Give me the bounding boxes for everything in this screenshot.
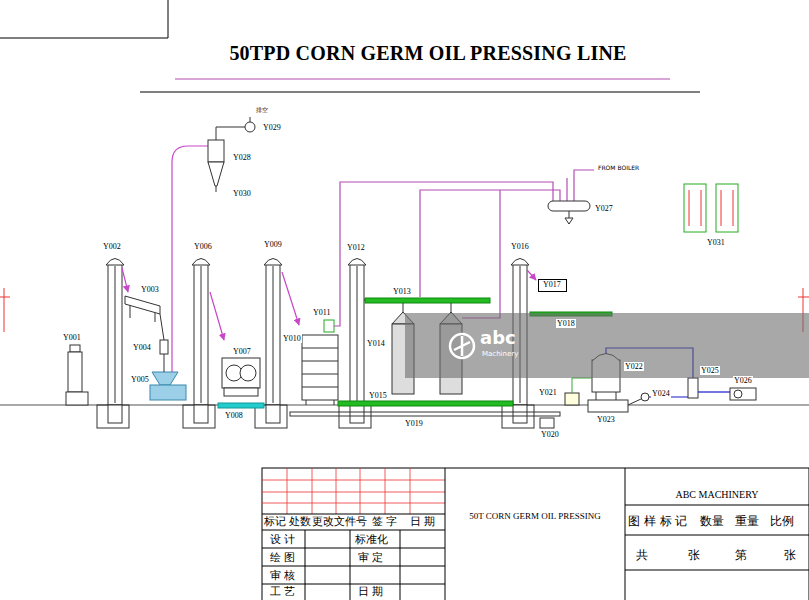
steam-pipes <box>334 170 594 326</box>
equipment-box: Y017 <box>538 279 567 292</box>
flaking-mill <box>222 358 260 396</box>
title-block-cell: 比例 <box>770 515 794 528</box>
callout-number: Y020 <box>540 430 560 439</box>
magnet-box <box>160 340 168 354</box>
title-block-cell: 张 <box>784 549 796 562</box>
title-block-cell: 更改文件号 <box>312 516 367 528</box>
bucket-elevator <box>97 259 534 429</box>
pipe-note: FROM BOILER <box>598 164 639 171</box>
callout-number: Y010 <box>282 334 302 343</box>
feed-arrow <box>122 268 128 292</box>
callout-number: Y022 <box>624 362 644 371</box>
callout-number: Y019 <box>404 419 424 428</box>
fan-motor <box>66 345 88 405</box>
title-block-cell: 签 字 <box>372 516 398 528</box>
diagram-title: 50TPD CORN GERM OIL PRESSING LINE <box>229 42 626 65</box>
cyclone <box>208 117 255 192</box>
oil-pipe <box>572 378 592 393</box>
title-block-cell: 工 艺 <box>270 586 296 598</box>
title-block-cell: 处数 <box>289 516 311 528</box>
callout-number: Y005 <box>130 375 150 384</box>
title-block-cell: 50T CORN GERM OIL PRESSING <box>469 511 601 521</box>
title-block-cell: 日 期 <box>410 516 436 528</box>
callout-number: Y004 <box>132 343 152 352</box>
callout-number: Y002 <box>102 242 122 251</box>
cleaning-screen <box>125 296 160 322</box>
title-block-cell: 设 计 <box>270 534 296 546</box>
watermark: Machinery <box>482 350 518 358</box>
chute <box>160 314 164 340</box>
title-block-cell: 张 <box>688 549 700 562</box>
callout-number: Y017 <box>543 281 562 290</box>
title-block <box>262 468 809 600</box>
crusher <box>150 354 186 400</box>
feed-arrow <box>210 292 224 340</box>
callout-number: Y026 <box>733 376 753 385</box>
watermark-band <box>405 313 809 378</box>
title-block-cell: 审 核 <box>270 570 296 582</box>
callout-number: Y024 <box>651 389 671 398</box>
callout-number: Y009 <box>263 240 283 249</box>
title-block-cell: 绘 图 <box>270 552 296 564</box>
watermark-logo <box>450 334 474 358</box>
callout-number: Y014 <box>366 339 386 348</box>
steam-header <box>548 201 590 224</box>
title-block-cell: ABC MACHINERY <box>675 489 758 500</box>
air-pipe <box>172 146 208 372</box>
callout-number: Y001 <box>62 333 82 342</box>
callout-number: Y012 <box>346 243 366 252</box>
oil-tank <box>684 184 738 232</box>
feed-arrow <box>527 270 536 280</box>
callout-number: Y015 <box>368 391 388 400</box>
title-block-cell: 标记 <box>264 516 286 528</box>
pipe-note: 排空 <box>256 106 268 115</box>
callout-number: Y006 <box>193 242 213 251</box>
callout-number: Y007 <box>232 347 252 356</box>
title-block-cell: 共 <box>636 549 648 562</box>
callout-number: Y028 <box>232 153 252 162</box>
callout-number: Y008 <box>224 411 244 420</box>
callout-number: Y030 <box>232 189 252 198</box>
steam-valve-box <box>324 320 334 332</box>
callout-number: Y027 <box>594 204 614 213</box>
title-block-cell: 图 样 标 记 <box>628 515 687 528</box>
title-block-cell: 第 <box>735 549 747 562</box>
title-block-cell: 审 定 <box>358 552 384 564</box>
callout-number: Y011 <box>312 308 331 317</box>
title-rule <box>175 78 670 79</box>
callout-number: Y018 <box>556 319 576 328</box>
title-rule <box>140 92 700 93</box>
callout-number: Y003 <box>140 285 160 294</box>
callout-number: Y013 <box>392 287 412 296</box>
watermark: abc <box>480 327 516 348</box>
callout-number: Y031 <box>706 238 726 247</box>
callout-number: Y016 <box>510 242 530 251</box>
title-block-cell: 数量 <box>700 515 724 528</box>
title-block-cell: 日 期 <box>358 586 384 598</box>
conveyor <box>218 403 264 408</box>
title-block-cell: 标准化 <box>355 534 388 546</box>
cooker <box>302 335 338 405</box>
title-block-cell: 重量 <box>735 515 759 528</box>
callout-number: Y023 <box>596 415 616 424</box>
feed-arrow <box>282 272 299 325</box>
callout-number: Y021 <box>538 388 558 397</box>
callout-number: Y029 <box>262 123 282 132</box>
callout-number: Y025 <box>700 366 720 375</box>
